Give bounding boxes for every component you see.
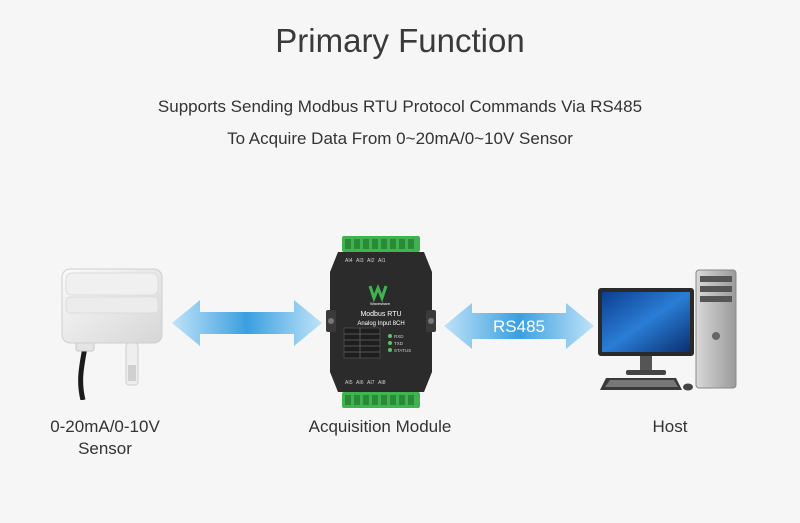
module-illustration: AI4 AI3 AI2 AI1 AI5 AI6 AI7 AI8 Waveshar… bbox=[326, 236, 436, 408]
sensor-label-line-1: 0-20mA/0-10V bbox=[50, 417, 160, 436]
top-terminal-label: AI2 bbox=[367, 258, 375, 264]
sensor-device bbox=[40, 265, 170, 401]
led-label-rxd: RXD bbox=[394, 334, 404, 339]
page-title: Primary Function bbox=[275, 22, 525, 59]
module-brand: Waveshare bbox=[370, 301, 391, 306]
host-illustration bbox=[598, 269, 737, 391]
module-title-line-1: Modbus RTU bbox=[360, 311, 401, 318]
host-label: Host bbox=[652, 417, 688, 436]
module-host-arrow: RS485 bbox=[444, 303, 594, 349]
rs485-label: RS485 bbox=[493, 317, 545, 336]
led-label-txd: TXD bbox=[394, 341, 404, 346]
sensor-illustration bbox=[61, 268, 163, 401]
bottom-terminal-label: AI7 bbox=[367, 380, 375, 386]
module-label: Acquisition Module bbox=[308, 417, 452, 436]
bottom-terminal-label: AI8 bbox=[378, 380, 386, 386]
top-terminal-label: AI1 bbox=[378, 258, 386, 264]
top-terminal-label: AI3 bbox=[356, 258, 364, 264]
bottom-terminal-label: AI6 bbox=[356, 380, 364, 386]
sensor-label: 0-20mA/0-10V Sensor bbox=[30, 416, 180, 460]
led-label-status: STATUS bbox=[394, 348, 411, 353]
sensor-label-line-2: Sensor bbox=[78, 439, 132, 458]
acquisition-module: AI4 AI3 AI2 AI1 AI5 AI6 AI7 AI8 Waveshar… bbox=[320, 232, 442, 410]
module-title-line-2: Analog Input 8CH bbox=[357, 321, 404, 327]
sensor-module-arrow bbox=[172, 300, 322, 346]
host-computer bbox=[596, 266, 741, 396]
subtitle-line-1: Supports Sending Modbus RTU Protocol Com… bbox=[157, 97, 643, 116]
bottom-terminal-label: AI5 bbox=[345, 380, 353, 386]
top-terminal-label: AI4 bbox=[345, 258, 353, 264]
subtitle-line-2: To Acquire Data From 0~20mA/0~10V Sensor bbox=[227, 129, 573, 148]
